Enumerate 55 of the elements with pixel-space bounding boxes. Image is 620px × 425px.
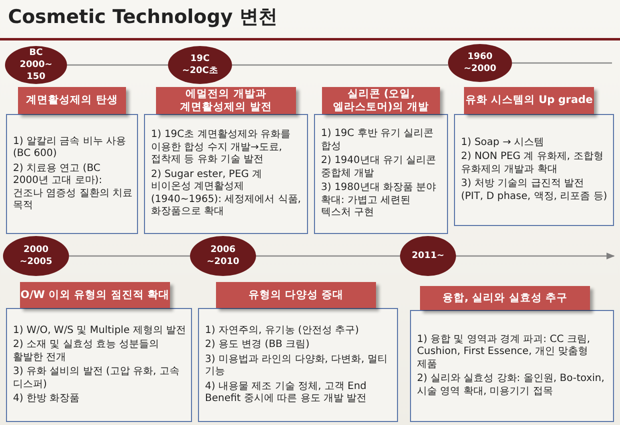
heading-banner [156, 87, 296, 114]
list-item: 2) 치료용 연고 (BC 2000년 고대 로마): 건조나 염증성 질환의 치료 목적 [13, 162, 133, 212]
content-box [6, 308, 192, 422]
timeline-line [232, 64, 448, 66]
heading-text: O/W 이외 유형의 점진적 확대 [20, 288, 170, 302]
heading-banner [420, 286, 590, 310]
list-item: 1) W/O, W/S 및 Multiple 제형의 발전 [13, 324, 187, 337]
period-label: 1960 ~2000 [462, 50, 498, 76]
list-item: 3) 미용법과 라인의 다양화, 다변화, 멀티 기능 [205, 354, 389, 378]
list-item: 1) 알칼리 금속 비누 사용 (BC 600) [13, 136, 127, 160]
timeline-line [512, 62, 612, 64]
content-box [6, 114, 138, 234]
heading-text: 유화 시스템의 Up grade [465, 94, 593, 107]
list-item: 2) 1940년대 유기 실리콘 중합체 개발 [321, 155, 438, 180]
period-ellipse [400, 236, 456, 276]
heading-text: 계면활성제의 탄생 [26, 94, 118, 107]
heading-banner [464, 87, 594, 114]
list-item: 2) 용도 변경 (BB 크림) [205, 339, 311, 352]
content-box [198, 308, 398, 422]
period-label: 2000 ~2005 [18, 244, 54, 268]
content-box [454, 114, 614, 226]
heading-banner [18, 87, 126, 114]
list-item: 1) 융합 및 영역과 경계 파괴: CC 크림, Cushion, First Essence, 개인 맞춤형 제품 [417, 334, 592, 372]
content-box [410, 310, 614, 422]
list-item: 2) 소재 및 실효성 효능 성분들의 활발한 전개 [13, 339, 160, 364]
content-box [144, 114, 308, 234]
list-item: 4) 내용물 제조 기술 정체, 고객 End Benefit 중시에 따른 용도 개발 발전 [205, 380, 368, 406]
timeline-line [456, 252, 615, 260]
content-box [314, 114, 448, 234]
list-item: 2) NON PEG 계 유화제, 조합형 유화제의 개발과 확대 [461, 151, 604, 176]
timeline-line [69, 255, 190, 257]
list-item: 2) 실리와 실효성 강화: 올인원, Bo-toxin, 시술 영역 확대, 미용기기 접목 [417, 373, 606, 398]
heading-banner [216, 282, 376, 308]
timeline-line [67, 64, 168, 66]
heading-banner [322, 87, 440, 114]
period-label: 19C ~20C초 [181, 52, 219, 78]
period-label: 2011~ [410, 250, 446, 262]
list-item: 3) 유화 설비의 발전 (고압 유화, 고속 디스퍼) [13, 366, 180, 391]
list-item: 4) 한방 화장품 [13, 393, 81, 406]
heading-text: 유형의 다양성 증대 [248, 288, 344, 302]
list-item: 1) 자연주의, 유기농 (안전성 추구) [205, 324, 360, 337]
list-item: 3) 처방 기술의 급진적 발전 (PIT, D phase, 액정, 리포좀 등) [461, 178, 608, 204]
heading-text: 에멀전의 개발과 계면활성제의 발전 [179, 88, 273, 114]
heading-banner [20, 282, 170, 308]
period-label: 2006 ~2010 [206, 244, 240, 268]
list-item: 1) Soap → 시스템 [461, 136, 546, 150]
list-item: 1) 19C초 계면활성제와 유화를 이용한 합성 수지 개발→도료, 접착제 등 유화 기술 발전 [151, 129, 292, 167]
list-item: 1) 19C 후반 유기 실리콘 합성 [321, 128, 435, 154]
timeline-line [256, 255, 400, 257]
title: Cosmetic Technology 변천 [8, 5, 278, 30]
heading-text: 실리콘 (오일, 엘라스토머)의 개발 [332, 88, 430, 114]
list-item: 2) Sugar ester, PEG 계 비이온성 계면활성제 (1940~1965): 세정제에서 식품, 화장품으로 확대 [151, 168, 302, 219]
heading-text: 융합, 실리와 실효성 추구 [442, 292, 568, 304]
period-label: BC 2000~ 150 [18, 46, 54, 84]
list-item: 3) 1980년대 화장품 분야 확대: 가볍고 세련된 텍스처 구현 [321, 182, 438, 220]
